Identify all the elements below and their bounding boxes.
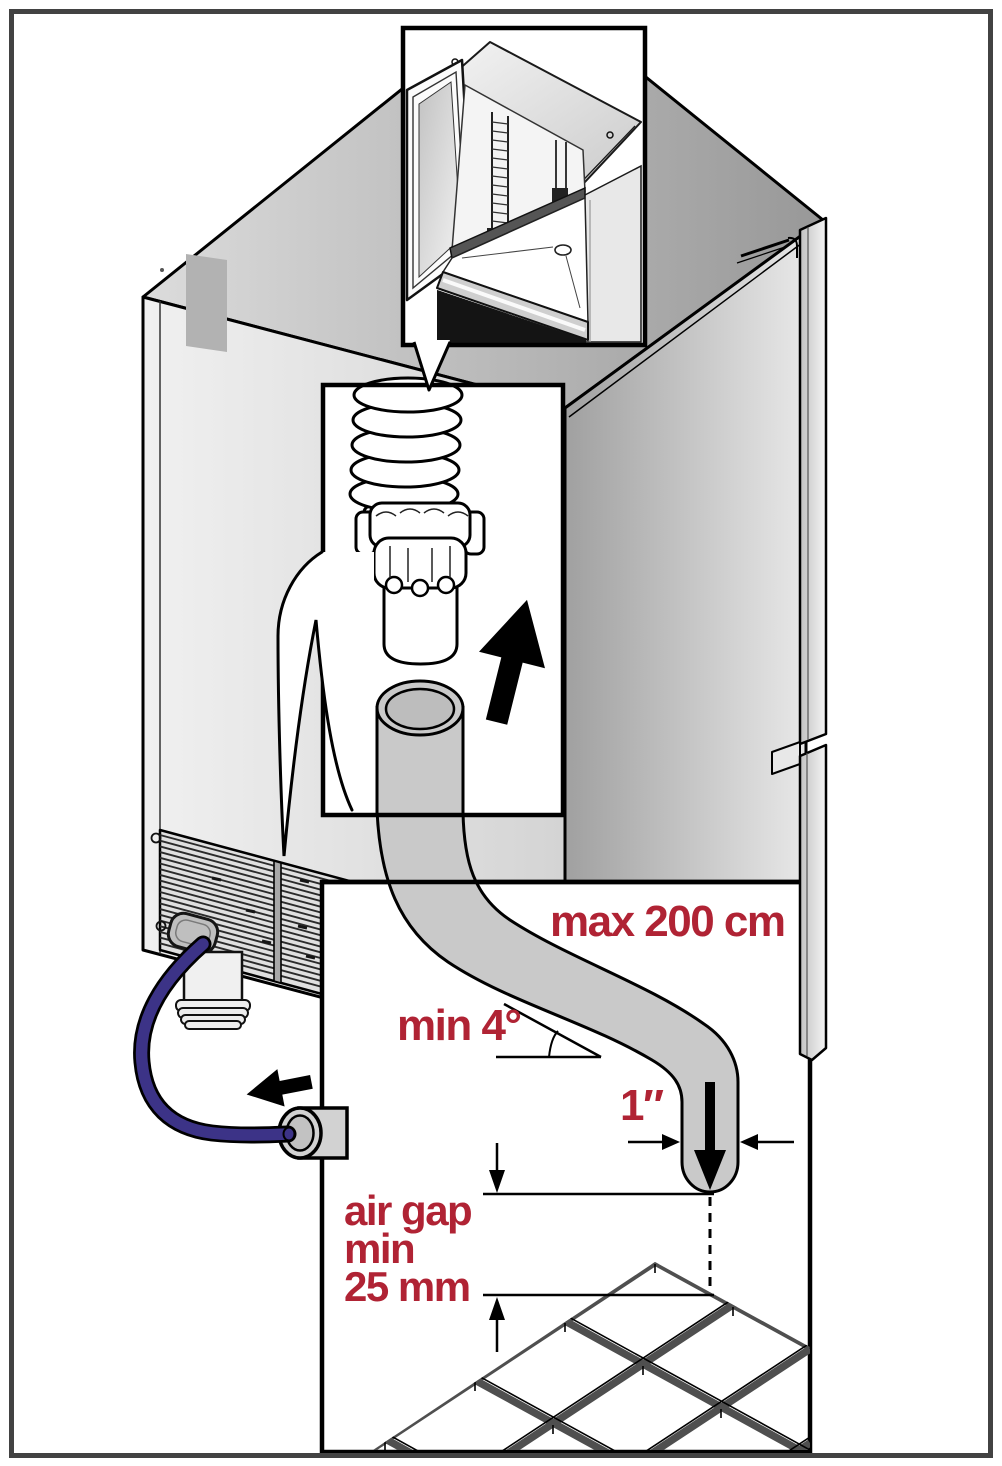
slope-angle-indicator [496, 1002, 602, 1059]
min-slope-label: min 4° [397, 1001, 522, 1050]
air-gap-label: air gap min 25 mm [344, 1187, 473, 1310]
side-label-sticker [186, 254, 227, 352]
air-gap-label-line1: air gap [344, 1187, 473, 1234]
pipe-diameter-dimension [628, 1134, 794, 1150]
drain-tube [375, 808, 740, 1194]
air-gap-label-line3: 25 mm [344, 1263, 471, 1310]
air-gap-dimension [483, 1143, 714, 1352]
drain-outlet-stub [277, 1106, 349, 1160]
pan-drain-hole [554, 244, 572, 256]
cabinet-edge-strips [771, 216, 828, 1062]
max-drain-length-label: max 200 cm [550, 897, 786, 946]
hose-nut [354, 501, 486, 598]
air-gap-label-line2: min [344, 1225, 416, 1272]
condensate-hose [133, 935, 297, 1144]
callout-pointer-icon [412, 340, 452, 392]
drain-left-arrow-icon [246, 1069, 313, 1107]
drain-pipe-end [382, 573, 459, 666]
door-interior-inset [400, 25, 648, 348]
curved-swoosh-arrow-icon [276, 550, 374, 857]
page-frame [9, 9, 993, 1458]
pipe-diameter-label: 1″ [620, 1081, 664, 1130]
door-handle [740, 238, 790, 258]
flow-down-arrow-icon [694, 1082, 726, 1190]
insert-up-arrow-icon [479, 599, 545, 725]
